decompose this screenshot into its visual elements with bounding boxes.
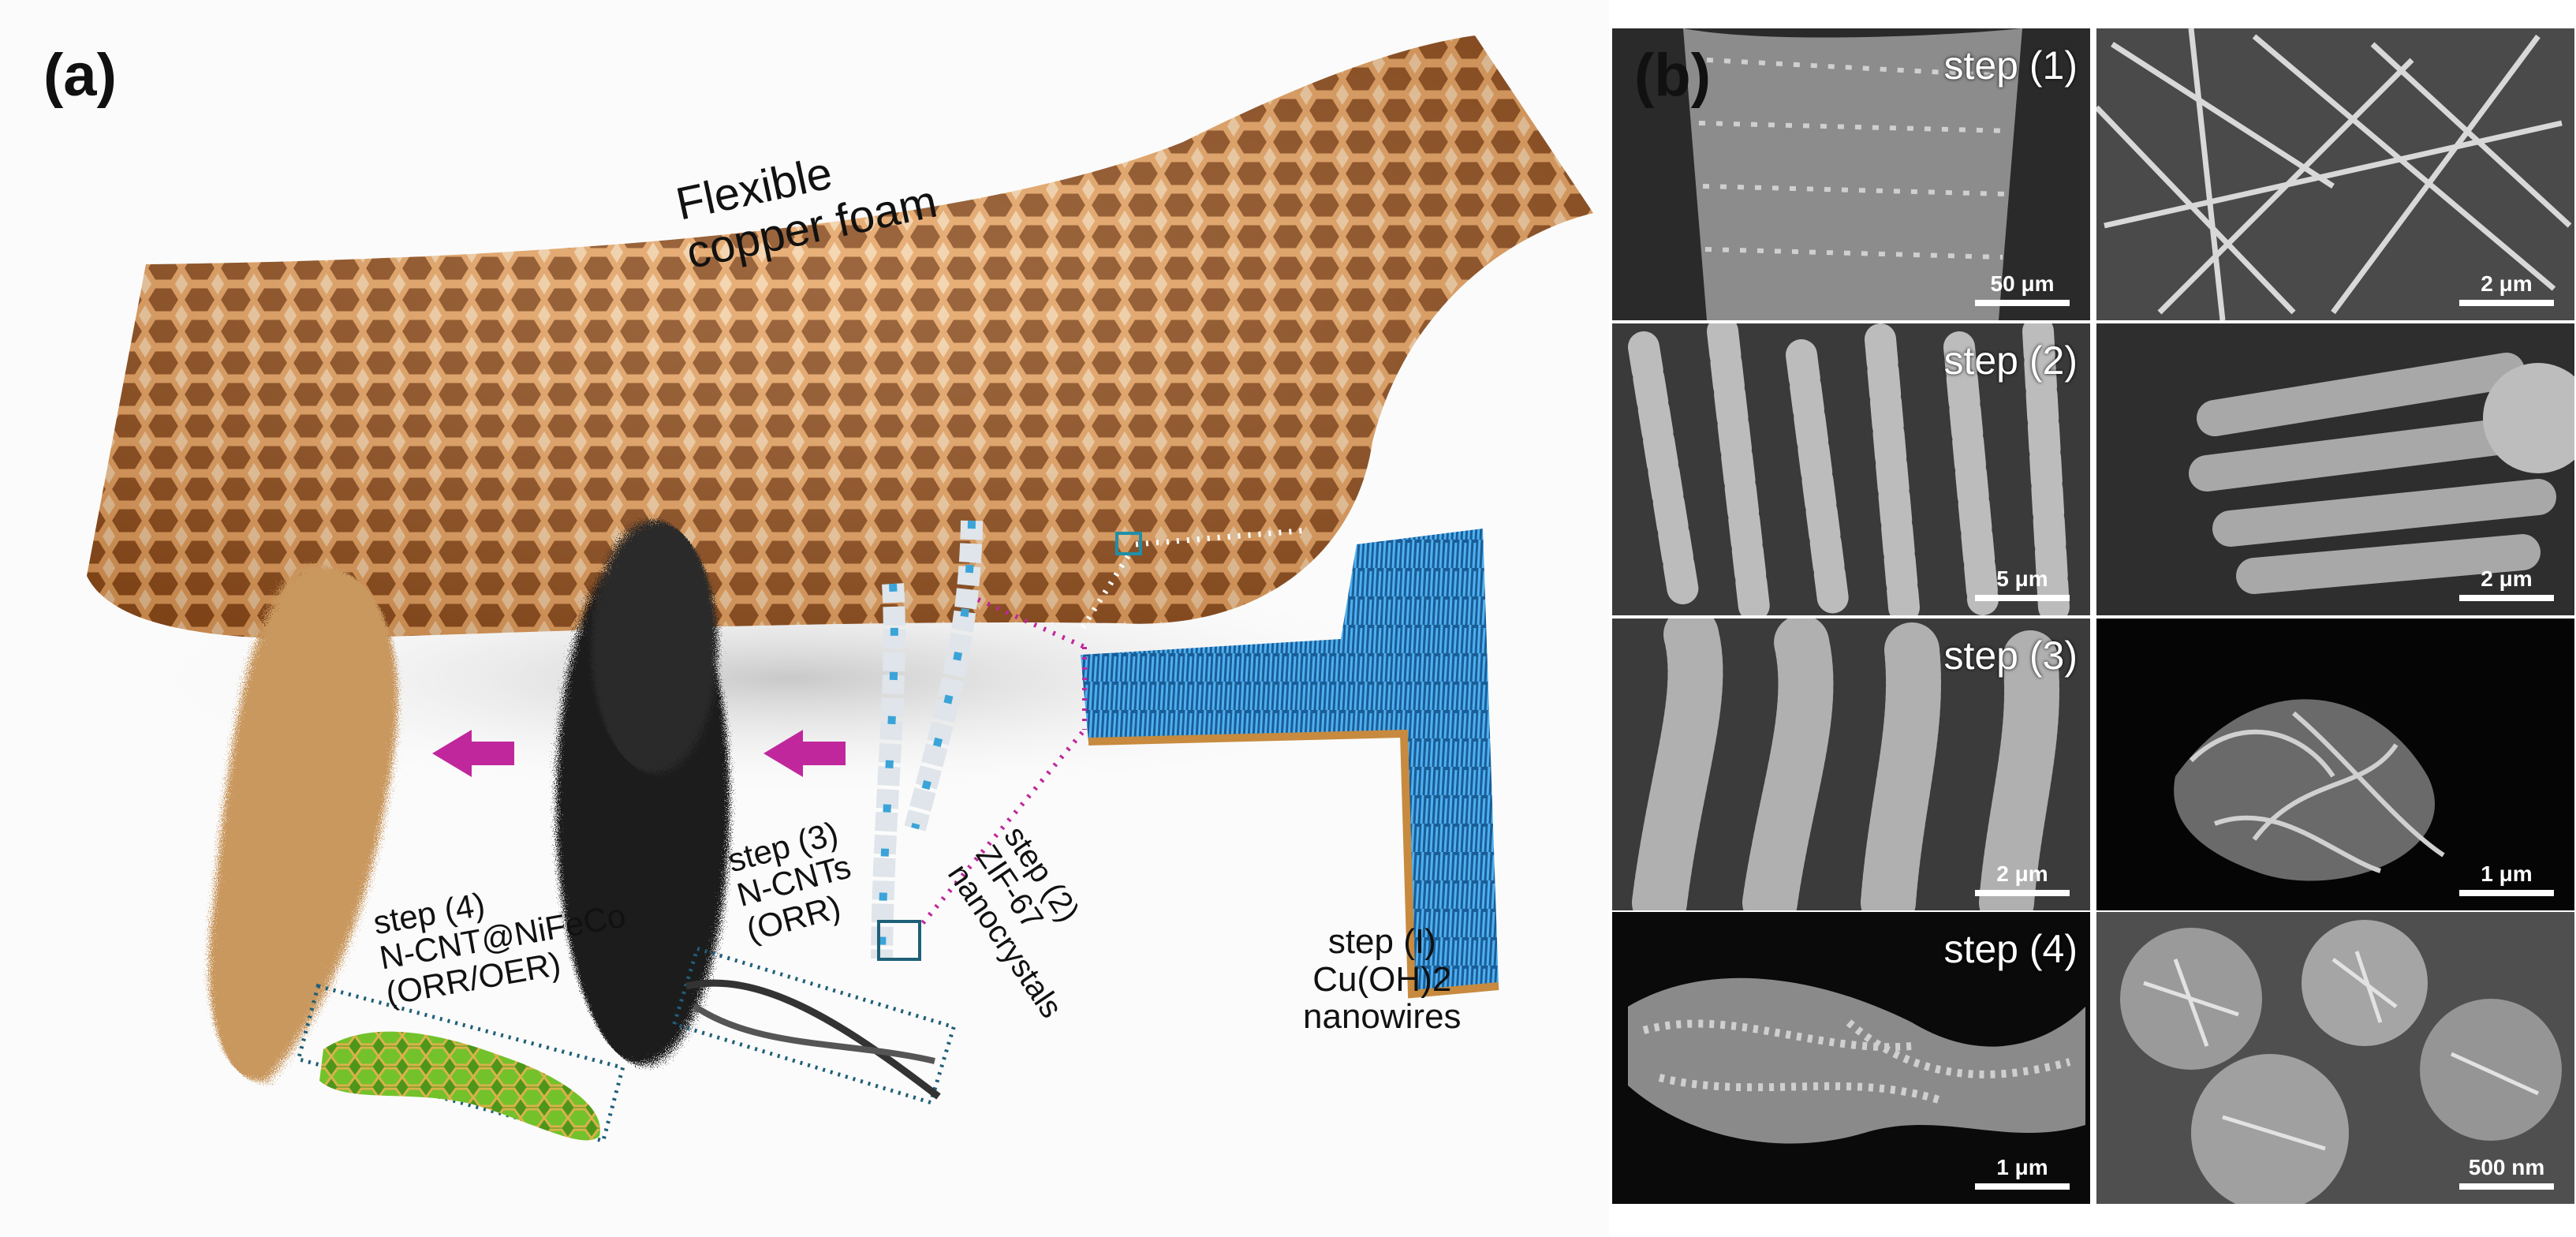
scale-bar: 500 nm <box>2459 1155 2554 1190</box>
sem-step-label: step (4) <box>1943 927 2078 971</box>
scale-bar-label: 50 μm <box>1990 271 2055 296</box>
step-label-line: nanowires <box>1303 997 1462 1037</box>
sem-texture <box>2096 323 2574 615</box>
sem-step2-high-mag: 2 μm <box>2096 323 2574 615</box>
scale-bar-label: 2 μm <box>2481 566 2533 591</box>
step-1-label: step (I) Cu(OH)2 nanowires <box>1303 923 1462 1036</box>
sem-step3-high-mag: 1 μm <box>2096 618 2574 910</box>
white-dotted-connector <box>1078 527 1310 633</box>
scale-bar: 1 μm <box>2459 861 2554 896</box>
scale-bar-line <box>2459 1183 2554 1190</box>
scale-bar-line <box>2459 300 2554 306</box>
zoom-box-foam <box>1115 532 1142 555</box>
scale-bar: 1 μm <box>1975 1155 2070 1190</box>
scale-bar-line <box>1975 890 2070 896</box>
step-label-line: Cu(OH)2 <box>1312 959 1452 999</box>
scale-bar: 2 μm <box>2459 566 2554 601</box>
scale-bar: 2 μm <box>2459 271 2554 306</box>
scale-bar-label: 1 μm <box>2481 861 2533 886</box>
alloy-inset-step-4 <box>296 983 625 1144</box>
sem-image-grid: step (1) 50 μm 2 μm step (2) 5 μ <box>1612 28 2574 1204</box>
scale-bar: 50 μm <box>1975 271 2070 306</box>
scale-bar-label: 500 nm <box>2468 1155 2545 1179</box>
schematic-panel-a <box>79 36 1593 1144</box>
nanowire-block-step-1 <box>1081 529 1499 999</box>
sem-texture <box>1612 28 2090 320</box>
sem-texture <box>2096 618 2574 910</box>
sem-step2-low-mag: step (2) 5 μm <box>1612 323 2090 615</box>
sem-step4-high-mag: 500 nm <box>2096 912 2574 1204</box>
cnt-strand-inset <box>671 946 957 1105</box>
sem-texture <box>2096 912 2574 1204</box>
scale-bar-line <box>2459 890 2554 896</box>
panel-label-a: (a) <box>43 42 117 109</box>
scale-bar-line <box>1975 595 2070 601</box>
n-cnt-forest-step-3 <box>556 521 730 1065</box>
step-label-line: step (I) <box>1327 922 1436 961</box>
panel-label-b: (b) <box>1634 42 1712 109</box>
magenta-dotted-connectors <box>920 597 1087 925</box>
ncnt-nifeco-fiber-step-4 <box>208 566 398 1082</box>
sem-step-label: step (1) <box>1943 43 2078 88</box>
arrow-step-3-to-4 <box>432 730 514 777</box>
sem-step4-low-mag: step (4) 1 μm <box>1612 912 2090 1204</box>
sem-step1-high-mag: 2 μm <box>2096 28 2574 320</box>
scale-bar-label: 2 μm <box>1996 861 2048 886</box>
sem-texture <box>2096 28 2574 320</box>
sem-step-label: step (2) <box>1943 338 2078 383</box>
sem-step1-low-mag: step (1) 50 μm <box>1612 28 2090 320</box>
scale-bar-line <box>1975 300 2070 306</box>
zif67-coated-wire-step-2 <box>871 520 983 961</box>
scale-bar-label: 1 μm <box>1996 1155 2048 1179</box>
scale-bar-line <box>2459 595 2554 601</box>
scale-bar-line <box>1975 1183 2070 1190</box>
sem-texture <box>1612 323 2090 615</box>
sem-step-label: step (3) <box>1943 633 2078 678</box>
copper-foam-sheet <box>87 36 1593 639</box>
sem-step3-low-mag: step (3) 2 μm <box>1612 618 2090 910</box>
scale-bar-label: 5 μm <box>1996 566 2048 591</box>
scale-bar: 5 μm <box>1975 566 2070 601</box>
arrow-step-2-to-3 <box>763 730 846 777</box>
scale-bar: 2 μm <box>1975 861 2070 896</box>
sem-texture <box>1612 912 2090 1204</box>
sem-texture <box>1612 618 2090 910</box>
scale-bar-label: 2 μm <box>2481 271 2533 296</box>
